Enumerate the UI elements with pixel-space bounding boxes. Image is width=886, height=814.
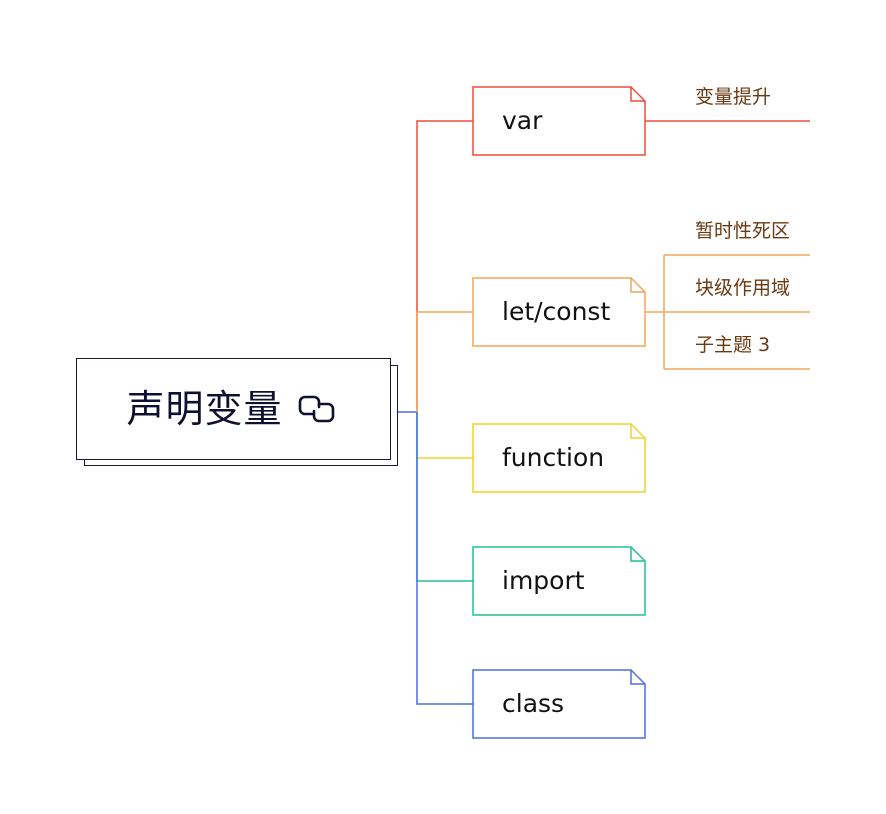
topic-fold-import xyxy=(630,547,645,562)
topic-label-var: var xyxy=(502,106,543,135)
topic-box-function[interactable] xyxy=(472,423,646,493)
subtopic-label[interactable]: 块级作用域 xyxy=(695,277,791,299)
topic-box-import[interactable] xyxy=(472,546,646,616)
connector-function xyxy=(416,412,473,459)
subtopic-label[interactable]: 子主题 3 xyxy=(695,334,771,356)
subtopic-lines xyxy=(645,120,810,370)
topic-box-let-const[interactable] xyxy=(472,277,646,347)
link-icon[interactable] xyxy=(297,394,341,424)
topic-fold-var xyxy=(630,87,645,102)
topic-label-let-const: let/const xyxy=(502,297,611,326)
topic-boxes xyxy=(472,86,646,739)
connector-var xyxy=(416,120,473,412)
connector-lines xyxy=(398,120,473,705)
topic-fold-function xyxy=(630,424,645,439)
topic-box-var[interactable] xyxy=(472,86,646,156)
topic-fold-class xyxy=(630,670,645,685)
subtopic-label[interactable]: 变量提升 xyxy=(695,86,772,108)
connector-import xyxy=(416,412,473,582)
root-title: 声明变量 xyxy=(126,387,283,431)
topic-label-import: import xyxy=(502,566,585,595)
topic-label-class: class xyxy=(502,689,565,718)
subtopic-label[interactable]: 暂时性死区 xyxy=(695,220,791,242)
topic-box-class[interactable] xyxy=(472,669,646,739)
topic-fold-let-const xyxy=(630,278,645,293)
root-node[interactable]: 声明变量 xyxy=(76,358,391,460)
connector-let-const xyxy=(416,311,473,412)
topic-label-function: function xyxy=(502,443,605,472)
connector-class xyxy=(416,412,473,705)
